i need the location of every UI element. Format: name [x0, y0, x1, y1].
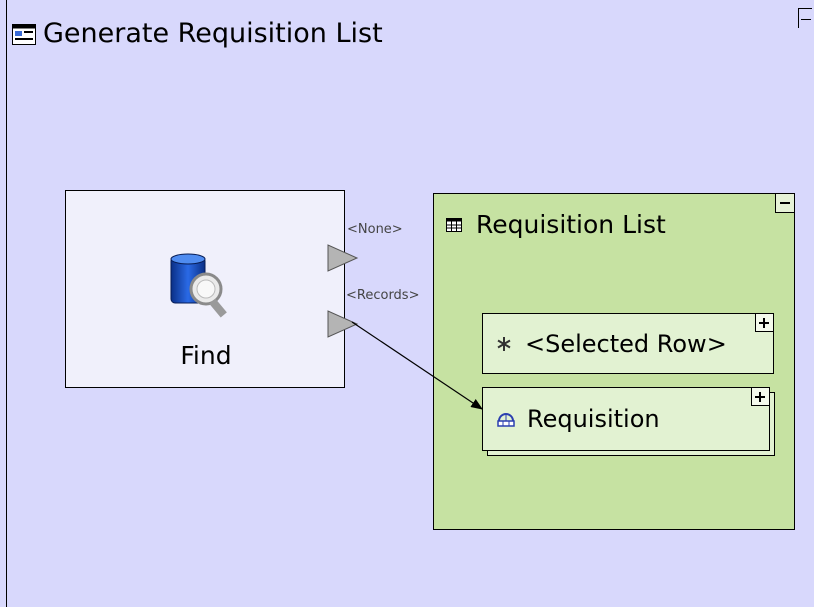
requisition-label: Requisition [527, 405, 660, 433]
requisition-list-title: Requisition List [476, 210, 666, 239]
table-icon [446, 217, 462, 232]
records-port-label: <Records> [346, 288, 420, 303]
diagram-title: Generate Requisition List [12, 14, 383, 54]
find-label: Find [180, 341, 232, 370]
selected-row-expand-button[interactable] [755, 314, 773, 332]
page-icon [12, 23, 36, 45]
entity-icon [497, 411, 515, 427]
asterisk-icon [495, 335, 513, 353]
diagram-collapse-button[interactable] [798, 8, 812, 28]
requisition-list-header: Requisition List [446, 210, 666, 239]
find-icon [170, 253, 227, 318]
records-port[interactable] [327, 310, 359, 338]
selected-row-label: <Selected Row> [525, 329, 727, 358]
requisition-list-collapse-button[interactable] [775, 194, 794, 213]
selected-row-item[interactable]: <Selected Row> [482, 313, 774, 374]
none-port-label: <None> [347, 222, 403, 237]
requisition-list-container[interactable]: Requisition List <Selected Row> [433, 193, 795, 530]
find-action[interactable]: Find [65, 190, 345, 388]
requisition-item[interactable]: Requisition [482, 387, 770, 451]
diagram-title-text: Generate Requisition List [43, 18, 383, 49]
canvas-border [6, 0, 7, 607]
requisition-expand-button[interactable] [751, 388, 769, 406]
none-port[interactable] [327, 244, 359, 272]
